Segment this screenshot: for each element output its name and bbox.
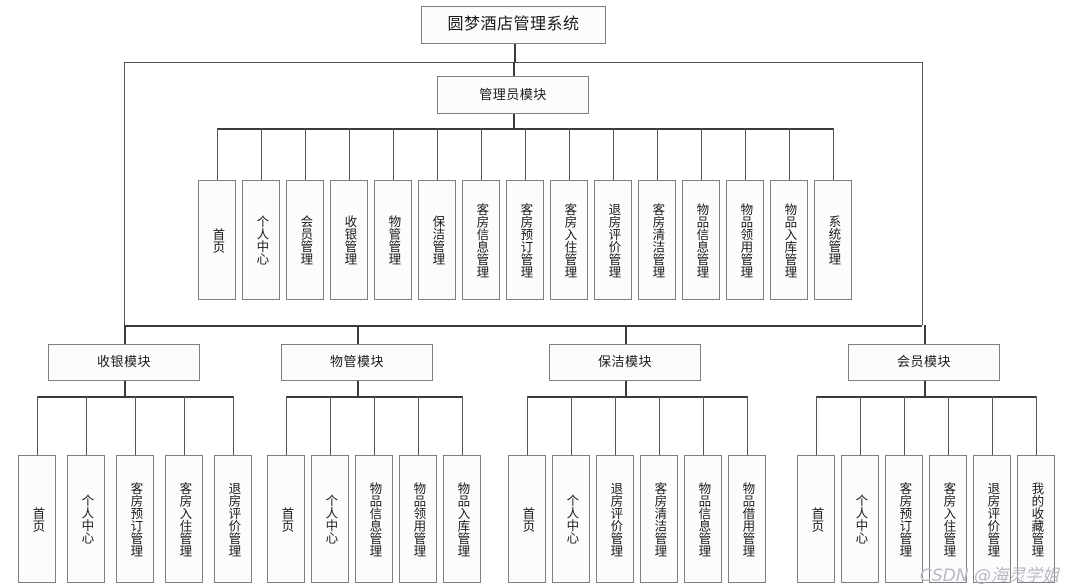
- leaf-node-admin-9[interactable]: 退房评价管理: [594, 180, 632, 300]
- connector-module-to-bus-2: [625, 381, 627, 396]
- leaf-node-module-0-4[interactable]: 退房评价管理: [214, 455, 252, 583]
- leaf-node-module-3-1[interactable]: 个人中心: [841, 455, 879, 583]
- connector-root-to-bus: [514, 44, 516, 62]
- leaf-node-module-2-1[interactable]: 个人中心: [552, 455, 590, 583]
- connector-module-child-0-4: [233, 396, 234, 455]
- module-node-0[interactable]: 收银模块: [48, 344, 200, 381]
- connector-admin-child: [745, 128, 746, 180]
- connector-bus-to-module-2: [625, 325, 627, 344]
- connector-bus-to-admin: [513, 62, 515, 76]
- leaf-node-module-2-5[interactable]: 物品借用管理: [728, 455, 766, 583]
- leaf-node-admin-7[interactable]: 客房预订管理: [506, 180, 544, 300]
- leaf-node-module-2-0[interactable]: 首页: [508, 455, 546, 583]
- connector-admin-child: [789, 128, 790, 180]
- connector-admin-child: [481, 128, 482, 180]
- connector-module-child-2-4: [703, 396, 704, 455]
- connector-admin-child: [701, 128, 702, 180]
- leaf-node-admin-12[interactable]: 物品领用管理: [726, 180, 764, 300]
- connector-module-to-bus-3: [924, 381, 926, 396]
- leaf-node-admin-2[interactable]: 会员管理: [286, 180, 324, 300]
- leaf-node-module-1-3[interactable]: 物品领用管理: [399, 455, 437, 583]
- leaf-node-admin-8[interactable]: 客房入住管理: [550, 180, 588, 300]
- connector-admin-child: [349, 128, 350, 180]
- connector-admin-child: [525, 128, 526, 180]
- leaf-node-admin-4[interactable]: 物管管理: [374, 180, 412, 300]
- leaf-node-admin-3[interactable]: 收银管理: [330, 180, 368, 300]
- connector-admin-child: [833, 128, 834, 180]
- connector-module-child-1-3: [418, 396, 419, 455]
- connector-module-child-2-1: [571, 396, 572, 455]
- leaf-node-module-3-0[interactable]: 首页: [797, 455, 835, 583]
- connector-module-child-2-3: [659, 396, 660, 455]
- leaf-node-module-3-2[interactable]: 客房预订管理: [885, 455, 923, 583]
- leaf-node-module-2-4[interactable]: 物品信息管理: [684, 455, 722, 583]
- leaf-node-admin-14[interactable]: 系统管理: [814, 180, 852, 300]
- connector-bus-module-children-2: [527, 396, 747, 398]
- connector-module-child-3-0: [816, 396, 817, 455]
- leaf-node-module-1-4[interactable]: 物品入库管理: [443, 455, 481, 583]
- leaf-node-module-0-0[interactable]: 首页: [18, 455, 56, 583]
- connector-module-child-1-0: [286, 396, 287, 455]
- leaf-node-module-1-2[interactable]: 物品信息管理: [355, 455, 393, 583]
- connector-admin-child: [613, 128, 614, 180]
- connector-bus-to-module-3: [924, 325, 926, 344]
- leaf-node-module-0-2[interactable]: 客房预订管理: [116, 455, 154, 583]
- leaf-node-module-3-4[interactable]: 退房评价管理: [973, 455, 1011, 583]
- connector-admin-to-bus: [513, 114, 515, 128]
- leaf-node-module-3-3[interactable]: 客房入住管理: [929, 455, 967, 583]
- connector-admin-child: [261, 128, 262, 180]
- root-node-system-title[interactable]: 圆梦酒店管理系统: [421, 6, 606, 44]
- module-node-admin[interactable]: 管理员模块: [437, 76, 589, 114]
- leaf-node-admin-10[interactable]: 客房清洁管理: [638, 180, 676, 300]
- connector-module-child-0-1: [86, 396, 87, 455]
- connector-module-child-0-0: [37, 396, 38, 455]
- leaf-node-module-0-1[interactable]: 个人中心: [67, 455, 105, 583]
- leaf-node-admin-0[interactable]: 首页: [198, 180, 236, 300]
- connector-module-child-1-2: [374, 396, 375, 455]
- leaf-node-module-1-1[interactable]: 个人中心: [311, 455, 349, 583]
- module-node-1[interactable]: 物管模块: [281, 344, 433, 381]
- connector-bus-level2: [124, 325, 922, 327]
- leaf-node-admin-1[interactable]: 个人中心: [242, 180, 280, 300]
- connector-module-child-0-2: [135, 396, 136, 455]
- leaf-node-admin-5[interactable]: 保洁管理: [418, 180, 456, 300]
- leaf-node-module-1-0[interactable]: 首页: [267, 455, 305, 583]
- connector-right-spine: [922, 62, 923, 325]
- connector-module-to-bus-1: [357, 381, 359, 396]
- leaf-node-admin-11[interactable]: 物品信息管理: [682, 180, 720, 300]
- connector-module-child-3-2: [904, 396, 905, 455]
- module-node-3[interactable]: 会员模块: [848, 344, 1000, 381]
- connector-module-child-3-5: [1036, 396, 1037, 455]
- connector-module-child-3-3: [948, 396, 949, 455]
- connector-admin-child: [657, 128, 658, 180]
- connector-module-child-2-5: [747, 396, 748, 455]
- module-node-2[interactable]: 保洁模块: [549, 344, 701, 381]
- connector-admin-child: [393, 128, 394, 180]
- connector-module-child-2-2: [615, 396, 616, 455]
- connector-module-child-1-1: [330, 396, 331, 455]
- connector-module-to-bus-0: [124, 381, 126, 396]
- connector-bus-to-module-1: [357, 325, 359, 344]
- connector-module-child-3-4: [992, 396, 993, 455]
- connector-module-child-3-1: [860, 396, 861, 455]
- connector-bus-module-children-3: [816, 396, 1036, 398]
- connector-admin-child: [437, 128, 438, 180]
- leaf-node-module-3-5[interactable]: 我的收藏管理: [1017, 455, 1055, 583]
- leaf-node-module-2-3[interactable]: 客房清洁管理: [640, 455, 678, 583]
- connector-left-spine: [124, 62, 125, 325]
- leaf-node-module-2-2[interactable]: 退房评价管理: [596, 455, 634, 583]
- connector-module-child-0-3: [184, 396, 185, 455]
- connector-bus-to-module-0: [124, 325, 126, 344]
- leaf-node-admin-6[interactable]: 客房信息管理: [462, 180, 500, 300]
- connector-bus-level1: [124, 62, 922, 63]
- leaf-node-module-0-3[interactable]: 客房入住管理: [165, 455, 203, 583]
- connector-admin-child: [217, 128, 218, 180]
- connector-admin-child: [305, 128, 306, 180]
- connector-module-child-2-0: [527, 396, 528, 455]
- connector-admin-child: [569, 128, 570, 180]
- leaf-node-admin-13[interactable]: 物品入库管理: [770, 180, 808, 300]
- connector-module-child-1-4: [462, 396, 463, 455]
